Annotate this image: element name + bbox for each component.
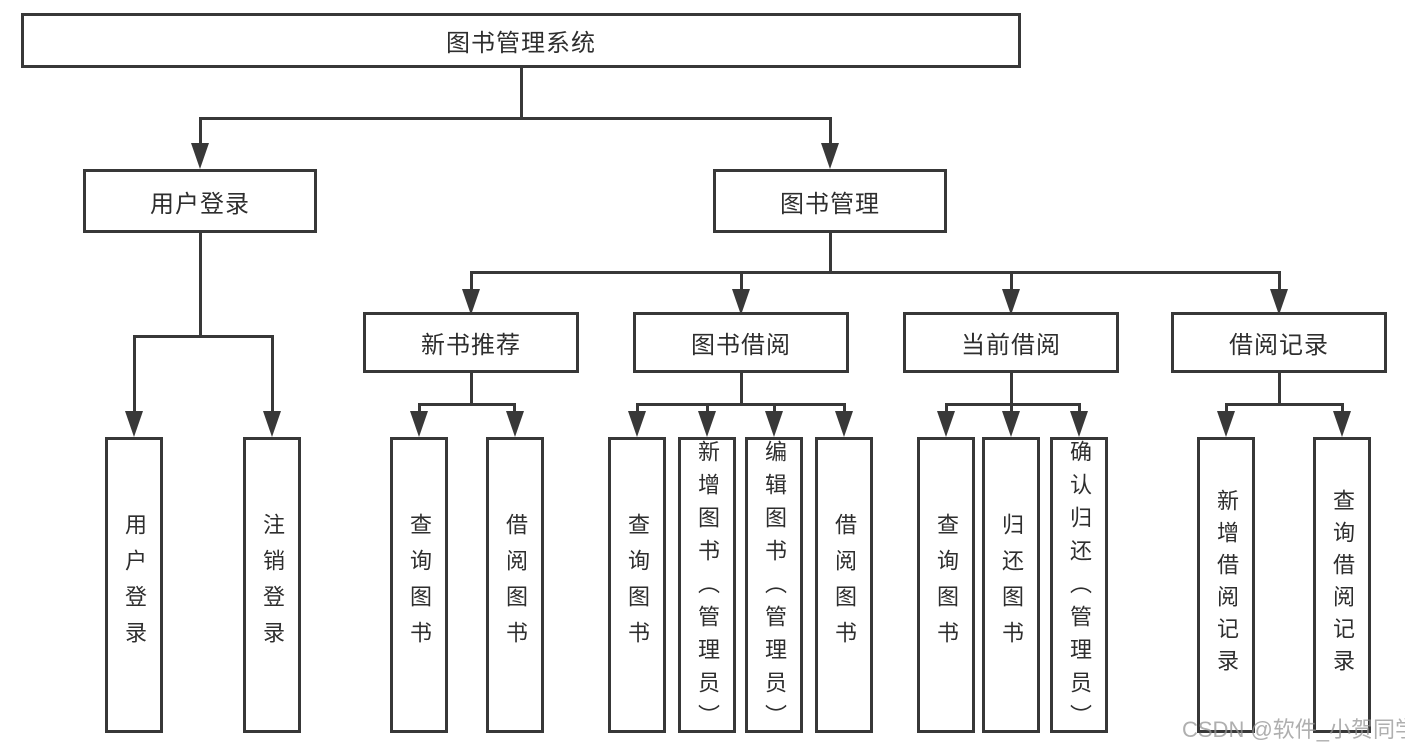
connector-drop-leaf-logout bbox=[271, 335, 274, 413]
connector-drop-book-management bbox=[829, 117, 832, 147]
connector-drop-user-login bbox=[199, 117, 202, 147]
leaf-label: 查询图书 bbox=[934, 513, 959, 657]
arrowhead-new-book bbox=[462, 289, 480, 315]
node-label: 新书推荐 bbox=[421, 332, 521, 359]
leaf-label: 新增图书（管理员） bbox=[695, 440, 720, 737]
connector-drop-borrow-add bbox=[706, 403, 709, 413]
leaf-label: 用户登录 bbox=[122, 513, 147, 657]
node-label: 图书管理 bbox=[780, 190, 880, 218]
arrowhead-borrow-edit bbox=[765, 411, 783, 437]
leaf-label: 新增借阅记录 bbox=[1214, 489, 1239, 681]
connector-book-mgmt-stem bbox=[829, 233, 832, 274]
arrowhead-borrow-add bbox=[698, 411, 716, 437]
connector-drop-recommend-borrow bbox=[513, 403, 516, 413]
connector-drop-recommend-query bbox=[418, 403, 421, 413]
arrowhead-user-login bbox=[191, 143, 209, 169]
connector-drop-borrow-records bbox=[1278, 271, 1281, 291]
connector-drop-current-query bbox=[945, 403, 948, 413]
leaf-add-books-admin: 新增图书（管理员） bbox=[678, 437, 736, 737]
node-new-book-recommend: 新书推荐 bbox=[363, 312, 579, 373]
node-library-management-system: 图书管理系统 bbox=[21, 13, 1021, 68]
connector-records-bar bbox=[1226, 403, 1342, 406]
node-label: 图书借阅 bbox=[691, 332, 791, 359]
leaf-borrow-books: 借阅图书 bbox=[815, 437, 873, 733]
connector-drop-borrow-edit bbox=[773, 403, 776, 413]
leaf-label: 查询图书 bbox=[625, 513, 650, 657]
connector-drop-borrow-borrow bbox=[843, 403, 846, 413]
connector-user-login-stem bbox=[199, 233, 202, 338]
node-user-login: 用户登录 bbox=[83, 169, 317, 233]
arrowhead-book-management bbox=[821, 143, 839, 169]
arrowhead-current-borrow bbox=[1002, 289, 1020, 315]
leaf-label: 归还图书 bbox=[999, 513, 1024, 657]
leaf-edit-books-admin: 编辑图书（管理员） bbox=[745, 437, 803, 737]
leaf-label: 查询借阅记录 bbox=[1330, 489, 1355, 681]
arrowhead-records-add bbox=[1217, 411, 1235, 437]
node-borrow-records: 借阅记录 bbox=[1171, 312, 1387, 373]
leaf-query-borrow-record: 查询借阅记录 bbox=[1313, 437, 1371, 733]
connector-drop-current-borrow bbox=[1010, 271, 1013, 291]
connector-root-bar bbox=[199, 117, 831, 120]
connector-recommend-stem bbox=[470, 373, 473, 406]
node-label: 用户登录 bbox=[150, 190, 250, 218]
arrowhead-borrow-borrow bbox=[835, 411, 853, 437]
connector-root-stem bbox=[520, 68, 523, 119]
connector-drop-current-confirm bbox=[1078, 403, 1081, 413]
connector-borrow-stem bbox=[740, 373, 743, 406]
csdn-watermark: CSDN @软件_小贺同学 bbox=[1182, 717, 1405, 742]
connector-drop-current-return bbox=[1010, 403, 1013, 413]
leaf-confirm-return-admin: 确认归还（管理员） bbox=[1050, 437, 1108, 737]
arrowhead-current-query bbox=[937, 411, 955, 437]
connector-recommend-bar bbox=[419, 403, 515, 406]
connector-drop-leaf-login bbox=[133, 335, 136, 413]
arrowhead-leaf-logout bbox=[263, 411, 281, 437]
connector-records-stem bbox=[1278, 373, 1281, 406]
arrowhead-current-return bbox=[1002, 411, 1020, 437]
node-label: 图书管理系统 bbox=[446, 30, 596, 57]
arrowhead-borrow-records bbox=[1270, 289, 1288, 315]
connector-drop-new-book bbox=[470, 271, 473, 291]
connector-book-mgmt-bar bbox=[470, 271, 1280, 274]
connector-borrow-bar bbox=[637, 403, 844, 406]
arrowhead-recommend-query bbox=[410, 411, 428, 437]
leaf-label: 确认归还（管理员） bbox=[1067, 440, 1092, 737]
connector-drop-records-query bbox=[1341, 403, 1344, 413]
node-current-borrow: 当前借阅 bbox=[903, 312, 1119, 373]
leaf-return-books: 归还图书 bbox=[982, 437, 1040, 733]
leaf-label: 查询图书 bbox=[407, 513, 432, 657]
leaf-query-books-current: 查询图书 bbox=[917, 437, 975, 733]
connector-user-login-bar bbox=[133, 335, 274, 338]
arrowhead-borrow-query bbox=[628, 411, 646, 437]
arrowhead-current-confirm bbox=[1070, 411, 1088, 437]
node-book-borrow: 图书借阅 bbox=[633, 312, 849, 373]
node-label: 借阅记录 bbox=[1229, 332, 1329, 359]
arrowhead-leaf-login bbox=[125, 411, 143, 437]
leaf-label: 编辑图书（管理员） bbox=[762, 440, 787, 737]
arrowhead-book-borrow bbox=[732, 289, 750, 315]
connector-drop-borrow-query bbox=[636, 403, 639, 413]
node-book-management: 图书管理 bbox=[713, 169, 947, 233]
connector-current-stem bbox=[1010, 373, 1013, 406]
leaf-label: 借阅图书 bbox=[832, 513, 857, 657]
leaf-user-login: 用户登录 bbox=[105, 437, 163, 733]
arrowhead-recommend-borrow bbox=[506, 411, 524, 437]
leaf-label: 注销登录 bbox=[260, 513, 285, 657]
connector-drop-records-add bbox=[1225, 403, 1228, 413]
leaf-query-books-borrow: 查询图书 bbox=[608, 437, 666, 733]
leaf-logout: 注销登录 bbox=[243, 437, 301, 733]
leaf-label: 借阅图书 bbox=[503, 513, 528, 657]
connector-drop-book-borrow bbox=[740, 271, 743, 291]
node-label: 当前借阅 bbox=[961, 332, 1061, 359]
leaf-add-borrow-record: 新增借阅记录 bbox=[1197, 437, 1255, 733]
arrowhead-records-query bbox=[1333, 411, 1351, 437]
leaf-query-books-recommend: 查询图书 bbox=[390, 437, 448, 733]
leaf-borrow-books-recommend: 借阅图书 bbox=[486, 437, 544, 733]
